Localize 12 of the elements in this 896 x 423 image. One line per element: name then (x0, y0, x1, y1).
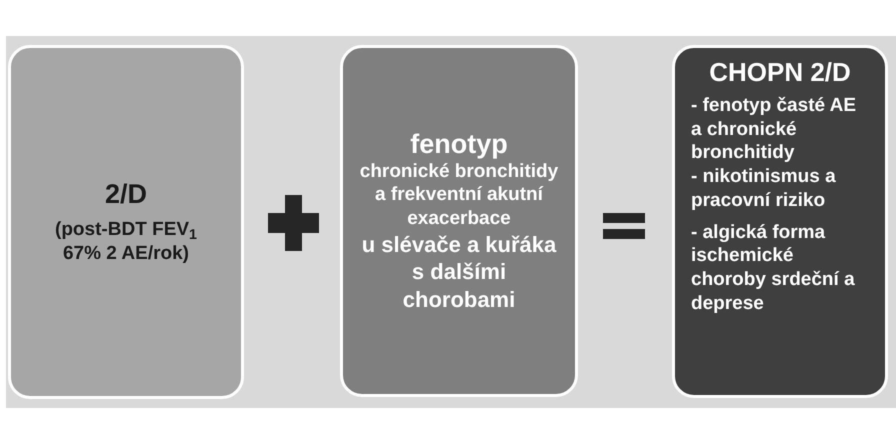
box-heading: 2/D (104, 178, 148, 210)
rounded-box (8, 45, 244, 399)
box-heading: CHOPN 2/D (709, 56, 851, 89)
box-text: u slévače a kuřáka s dalšími chorobami (360, 230, 558, 314)
box-text: - fenotyp časté AE a chronické bronchitidy (691, 94, 858, 166)
box-heading: fenotyp (410, 128, 508, 160)
rounded-box (672, 45, 888, 398)
box-text: - nikotinismus a pracovní riziko (691, 165, 837, 213)
box-text: - algická forma ischemické choroby srdeční a deprese (691, 220, 856, 316)
box-text: chronické bronchitidy a frekventní akutní exacerbace (358, 160, 560, 231)
box-text: (post-BDT FEV$_{1}$ 67% 2 AE/rok) (54, 218, 198, 266)
rounded-box (340, 45, 578, 397)
